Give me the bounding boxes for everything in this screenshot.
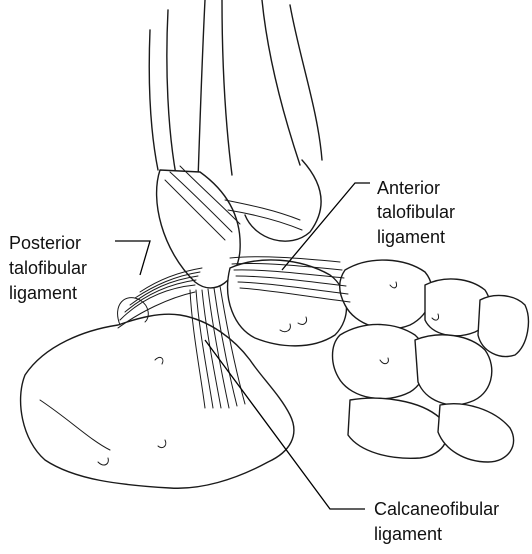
label-calcaneofibular: Calcaneofibular ligament (374, 499, 504, 544)
tarsal-bones (333, 260, 529, 462)
posterior-leader-line (115, 241, 150, 275)
anterior-leader-line (282, 183, 370, 270)
lateral-malleolus (157, 170, 241, 288)
label-anterior-talofibular: Anterior talofibular ligament (377, 178, 460, 247)
label-posterior-talofibular: Posterior talofibular ligament (9, 233, 92, 303)
